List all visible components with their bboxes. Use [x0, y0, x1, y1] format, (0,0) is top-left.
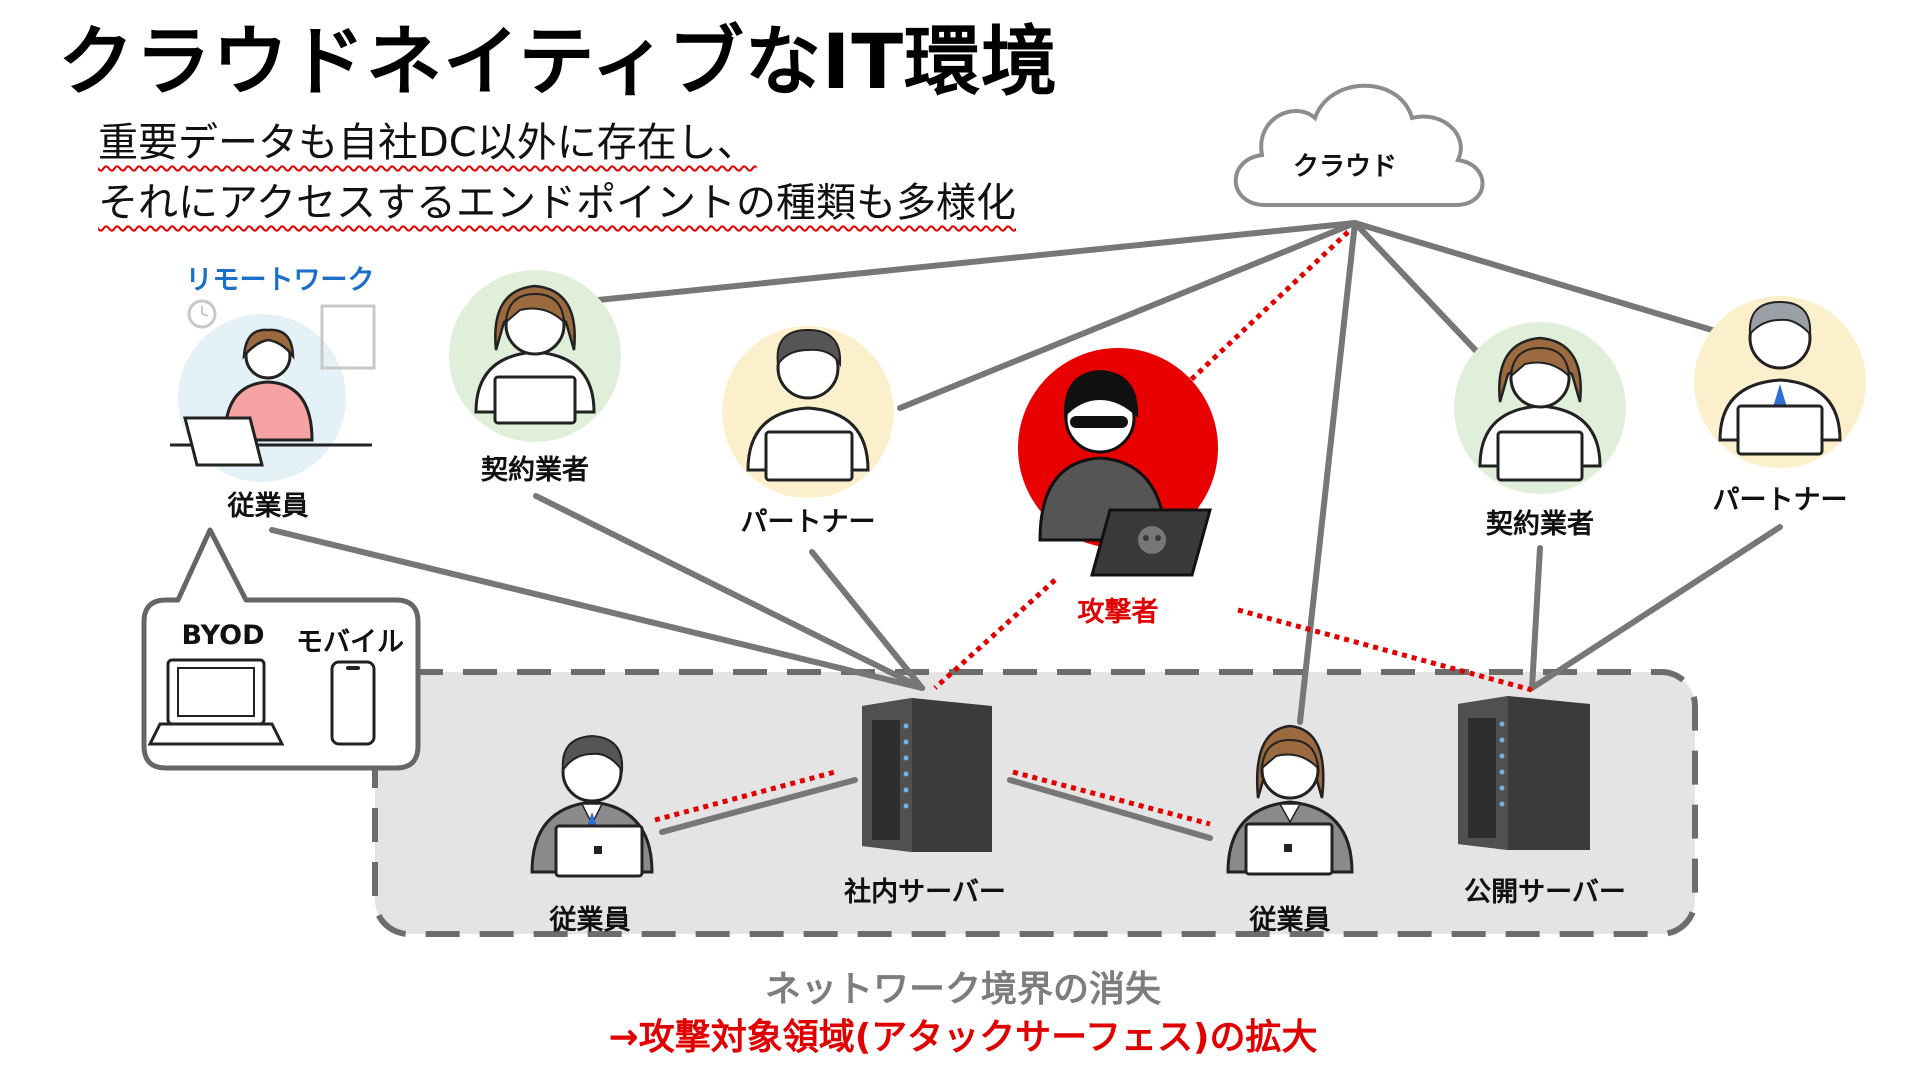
caption-boundary-loss: ネットワーク境界の消失 [764, 969, 1162, 1010]
clock-icon [187, 299, 217, 329]
attacker-illustration [1018, 348, 1218, 577]
employee-left-illustration [530, 734, 654, 878]
attack-employee-left [654, 769, 836, 823]
cloud-icon [1233, 83, 1485, 207]
link-contractor1-server [533, 493, 925, 691]
laptop-icon [147, 658, 285, 746]
device-speech-bubble [141, 527, 421, 771]
attacker-label: 攻撃者 [1077, 597, 1159, 628]
internal-server-label: 社内サーバー [844, 877, 1006, 908]
cloud-label: クラウド [1292, 152, 1398, 182]
caption-attack-surface: →攻撃対象領域(アタックサーフェス)の拡大 [608, 1017, 1318, 1058]
attack-lines [654, 230, 1533, 827]
public-server-label: 公開サーバー [1464, 877, 1626, 908]
byod-label: BYOD [181, 620, 265, 651]
attack-public-server [1237, 607, 1533, 693]
connection-lines [269, 220, 1783, 841]
attack-cloud [1176, 230, 1350, 394]
attack-employee-right [1012, 769, 1211, 827]
smartphone-icon [330, 660, 376, 746]
link-remote-server [269, 527, 925, 691]
contractor-1-label: 契約業者 [481, 455, 589, 486]
partner-1-label: パートナー [740, 507, 876, 538]
link-employee-left-server [659, 777, 858, 835]
contractor-1-illustration [449, 270, 621, 442]
partner-1-illustration [722, 326, 894, 498]
partner-2-label: パートナー [1712, 485, 1848, 516]
attack-internal-server [933, 578, 1057, 690]
remote-work-heading: リモートワーク [185, 265, 375, 296]
link-partner1-server [809, 549, 925, 691]
employee-right-label: 従業員 [1249, 905, 1331, 936]
remote-worker-illustration [170, 299, 376, 482]
link-contractor2-public [1529, 545, 1543, 691]
page-title: クラウドネイティブなIT環境 [58, 17, 1059, 106]
link-partner2-public [1529, 524, 1783, 691]
partner-2-illustration [1694, 296, 1866, 468]
subtitle-line-2: それにアクセスするエンドポイントの種類も多様化 [98, 180, 1016, 226]
employee-right-illustration [1226, 724, 1354, 876]
link-cloud-contractor1 [595, 220, 1358, 303]
mobile-label: モバイル [296, 627, 404, 658]
link-cloud-employee-right [1297, 220, 1358, 725]
subtitle-line-1: 重要データも自社DC以外に存在し、 [98, 120, 757, 166]
contractor-2-label: 契約業者 [1486, 509, 1594, 540]
remote-employee-label: 従業員 [227, 491, 309, 522]
link-cloud-contractor2 [1352, 220, 1483, 358]
link-server-employee-right [1007, 777, 1213, 841]
link-cloud-partner2 [1352, 220, 1715, 333]
employee-left-label: 従業員 [549, 905, 631, 936]
skull-icon [1138, 526, 1166, 554]
link-cloud-partner1 [897, 220, 1358, 411]
internal-server-icon [862, 698, 992, 852]
network-boundary [372, 669, 1698, 937]
contractor-2-illustration [1454, 322, 1626, 494]
public-server-icon [1458, 696, 1590, 850]
